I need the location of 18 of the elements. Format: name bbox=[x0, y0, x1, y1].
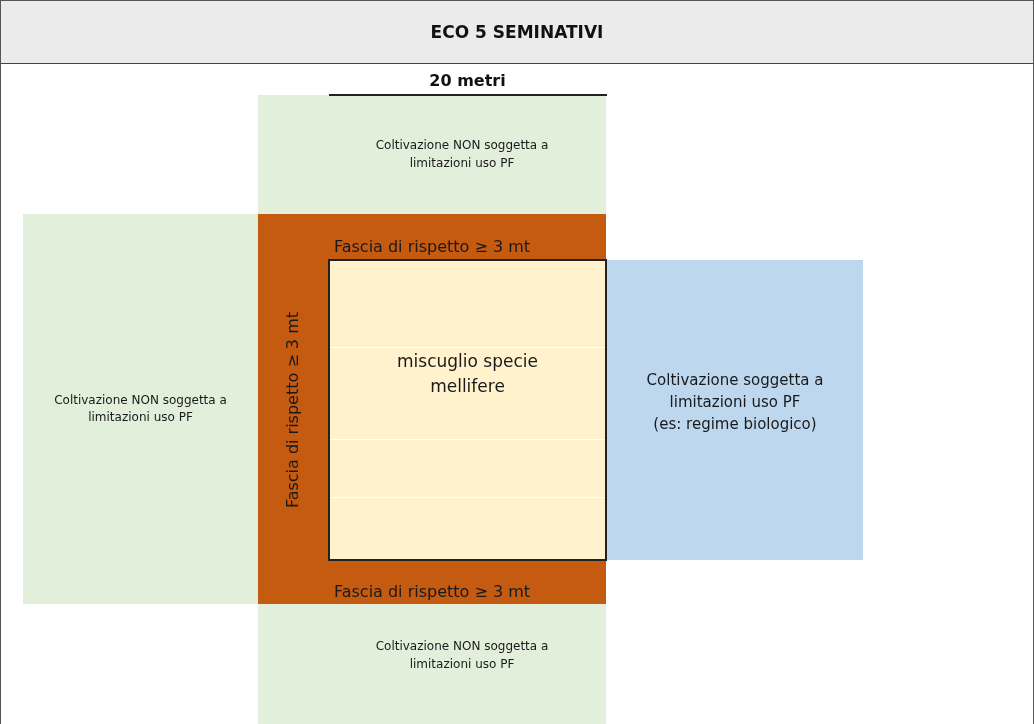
area-label: (es: regime biologico) bbox=[653, 413, 817, 435]
dimension-label: 20 metri bbox=[428, 71, 507, 90]
strip-label: Fascia di rispetto ≥ 3 mt bbox=[282, 311, 304, 509]
crop-area bbox=[23, 214, 258, 604]
area-label: Coltivazione NON soggetta a limitazioni uso PF bbox=[53, 391, 228, 426]
crop-area bbox=[258, 95, 606, 214]
strip-label: Fascia di rispetto ≥ 3 mt bbox=[333, 235, 531, 258]
flower-strip bbox=[328, 259, 607, 561]
buffer-strip bbox=[258, 561, 606, 604]
strip-label: miscuglio specie mellifere bbox=[396, 350, 539, 398]
strip-label: Fascia di rispetto ≥ 3 mt bbox=[333, 580, 531, 603]
area-label: Coltivazione NON soggetta a limitazioni uso PF bbox=[374, 638, 550, 673]
buffer-strip bbox=[258, 214, 606, 259]
organic-crop-area bbox=[607, 260, 863, 560]
title: ECO 5 SEMINATIVI bbox=[430, 22, 604, 42]
crop-area bbox=[258, 604, 606, 724]
area-label: Coltivazione NON soggetta a limitazioni uso PF bbox=[374, 137, 550, 172]
area-label: Coltivazione soggetta a limitazioni uso PF bbox=[645, 370, 825, 414]
